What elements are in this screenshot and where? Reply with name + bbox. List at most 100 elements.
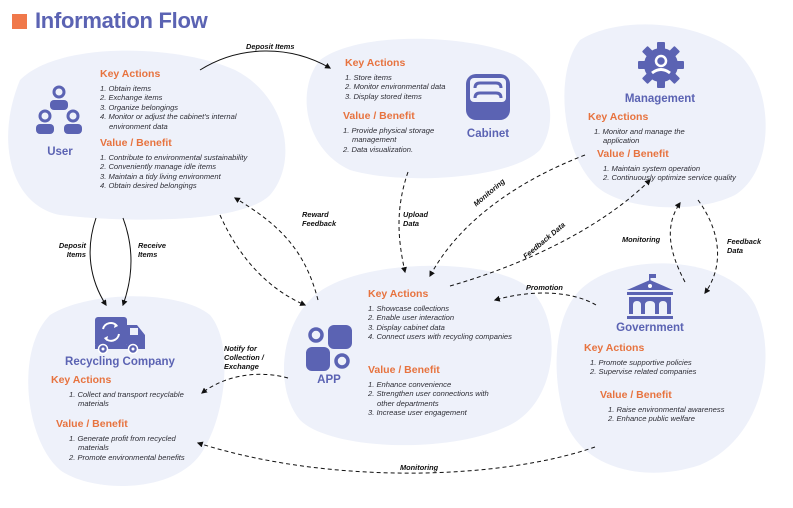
flow-label-receive-items: Receive Items bbox=[138, 241, 166, 259]
list-item: 2. Conveniently manage idle items bbox=[100, 162, 217, 172]
list-item: 2. Data visualization. bbox=[343, 144, 414, 154]
key-actions-heading: Key Actions bbox=[345, 57, 406, 69]
app-value-benefit-list: 1. Enhance convenience 2. Strengthen use… bbox=[368, 380, 508, 418]
flow-deposit-items-left bbox=[89, 217, 107, 307]
key-actions-heading: Key Actions bbox=[588, 111, 649, 123]
management-key-actions-list: 1. Monitor and manage the application bbox=[588, 127, 698, 146]
list-item: 1. Generate profit from recycled materia… bbox=[69, 434, 176, 453]
flow-notify bbox=[201, 373, 289, 394]
list-item: 2. Continuously optimize service quality bbox=[603, 173, 736, 183]
cabinet-icon bbox=[466, 74, 510, 120]
flow-promotion bbox=[493, 292, 597, 306]
list-item: 3. Display stored items bbox=[345, 91, 422, 101]
key-actions-heading: Key Actions bbox=[100, 68, 161, 80]
cabinet-name: Cabinet bbox=[466, 128, 510, 140]
value-benefit-heading: Value / Benefit bbox=[600, 389, 672, 401]
management-value-benefit-list: 1. Maintain system operation 2. Continuo… bbox=[597, 164, 777, 183]
user-blob bbox=[8, 50, 286, 220]
recycling-truck-icon bbox=[95, 317, 145, 355]
list-item: 1. Raise environmental awareness bbox=[608, 405, 725, 414]
user-key-actions: Key Actions 1. Obtain items 2. Exchange … bbox=[100, 68, 250, 131]
flow-label-notify: Notify for Collection / Exchange bbox=[224, 344, 264, 371]
value-benefit-heading: Value / Benefit bbox=[368, 364, 440, 376]
list-item: 1. Enhance convenience bbox=[368, 380, 452, 389]
flow-user-to-app bbox=[219, 214, 307, 306]
title-marker bbox=[12, 13, 27, 29]
app-name: APP bbox=[317, 374, 341, 386]
list-item: 2. Strengthen user connections with othe… bbox=[368, 389, 489, 408]
list-item: 4. Connect users with recycling companie… bbox=[368, 332, 512, 342]
flow-label-upload-data: Upload Data bbox=[403, 210, 429, 228]
flow-label-monitoring-bottom: Monitoring bbox=[400, 463, 439, 472]
flow-label-reward-feedback: Reward Feedback bbox=[302, 210, 337, 228]
user-value-benefit: Value / Benefit 1. Contribute to environ… bbox=[100, 137, 250, 191]
cabinet-value-benefit: Value / Benefit 1. Provide physical stor… bbox=[343, 110, 453, 154]
app-key-actions: Key Actions 1. Showcase collections 2. E… bbox=[368, 288, 513, 342]
cabinet-key-actions-list: 1. Store items 2. Monitor environmental … bbox=[345, 73, 465, 101]
key-actions-heading: Key Actions bbox=[51, 374, 112, 386]
list-item: 1. Collect and transport recyclable mate… bbox=[69, 390, 184, 409]
value-benefit-heading: Value / Benefit bbox=[56, 418, 128, 430]
cabinet-blob bbox=[306, 38, 551, 179]
value-benefit-heading: Value / Benefit bbox=[597, 148, 669, 160]
value-benefit-heading: Value / Benefit bbox=[343, 110, 415, 122]
government-key-actions-list: 1. Promote supportive policies 2. Superv… bbox=[584, 358, 744, 377]
list-item: 1. Obtain items bbox=[100, 84, 152, 93]
list-item: 1. Maintain system operation bbox=[603, 164, 701, 173]
flow-monitoring-gov bbox=[669, 202, 686, 283]
list-item: 2. Enable user interaction bbox=[368, 313, 455, 323]
flow-label-monitoring-gov: Monitoring bbox=[622, 235, 661, 244]
management-name: Management bbox=[624, 93, 696, 105]
flow-monitoring-app bbox=[429, 154, 586, 278]
key-actions-heading: Key Actions bbox=[368, 288, 429, 300]
flow-monitoring-bottom bbox=[196, 441, 596, 474]
list-item: 1. Store items bbox=[345, 73, 392, 82]
recycling-company-name: Recycling Company bbox=[65, 356, 175, 368]
list-item: 1. Showcase collections bbox=[368, 304, 450, 313]
list-item: 1. Monitor and manage the application bbox=[594, 127, 685, 146]
flow-label-deposit-items-top: Deposit Items bbox=[246, 42, 295, 51]
recycling-key-actions-list: 1. Collect and transport recyclable mate… bbox=[51, 390, 201, 409]
list-item: 3. Display cabinet data bbox=[368, 322, 445, 332]
user-key-actions-list: 1. Obtain items 2. Exchange items 3. Org… bbox=[100, 84, 250, 131]
list-item: 4. Monitor or adjust the cabinet's inter… bbox=[100, 112, 237, 131]
app-blob bbox=[283, 265, 552, 446]
government-key-actions: Key Actions 1. Promote supportive polici… bbox=[584, 342, 744, 377]
user-value-benefit-list: 1. Contribute to environmental sustainab… bbox=[100, 153, 250, 191]
list-item: 2. Monitor environmental data bbox=[345, 82, 446, 92]
list-item: 4. Obtain desired belongings bbox=[100, 181, 197, 191]
list-item: 3. Maintain a tidy living environment bbox=[100, 171, 221, 181]
users-icon bbox=[36, 85, 82, 134]
list-item: 1. Provide physical storage management bbox=[343, 126, 435, 145]
app-value-benefit: Value / Benefit 1. Enhance convenience 2… bbox=[368, 364, 508, 418]
key-actions-heading: Key Actions bbox=[584, 342, 645, 354]
list-item: 2. Promote environmental benefits bbox=[69, 452, 185, 462]
value-benefit-heading: Value / Benefit bbox=[100, 137, 172, 149]
management-value-benefit: Value / Benefit 1. Maintain system opera… bbox=[597, 148, 777, 183]
recycling-value-benefit: Value / Benefit 1. Generate profit from … bbox=[56, 418, 206, 462]
cabinet-key-actions: Key Actions 1. Store items 2. Monitor en… bbox=[345, 57, 465, 101]
flow-reward-feedback bbox=[233, 197, 319, 301]
government-name: Government bbox=[616, 322, 684, 334]
flow-feedback-data-app bbox=[449, 179, 651, 287]
flow-receive-items bbox=[121, 217, 132, 307]
flow-label-promotion: Promotion bbox=[526, 283, 563, 292]
flow-upload-data bbox=[398, 171, 409, 274]
user-name: User bbox=[47, 146, 73, 158]
cabinet-value-benefit-list: 1. Provide physical storage management 2… bbox=[343, 126, 453, 154]
app-grid-icon bbox=[306, 325, 352, 371]
management-blob bbox=[564, 24, 766, 208]
flow-deposit-items-top bbox=[199, 50, 332, 71]
list-item: 2. Supervise related companies bbox=[590, 367, 697, 377]
government-value-benefit-list: 1. Raise environmental awareness 2. Enha… bbox=[600, 405, 760, 424]
gear-user-icon bbox=[638, 42, 684, 88]
recycling-value-benefit-list: 1. Generate profit from recycled materia… bbox=[56, 434, 206, 462]
page-title: Information Flow bbox=[12, 8, 208, 34]
list-item: 2. Enhance public welfare bbox=[608, 414, 695, 424]
recycling-key-actions: Key Actions 1. Collect and transport rec… bbox=[51, 374, 201, 409]
list-item: 2. Exchange items bbox=[100, 93, 163, 103]
flow-label-deposit-items-left: Deposit Items bbox=[58, 241, 86, 259]
flow-label-feedback-data-gov: Feedback Data bbox=[727, 237, 762, 255]
list-item: 3. Increase user engagement bbox=[368, 408, 467, 418]
